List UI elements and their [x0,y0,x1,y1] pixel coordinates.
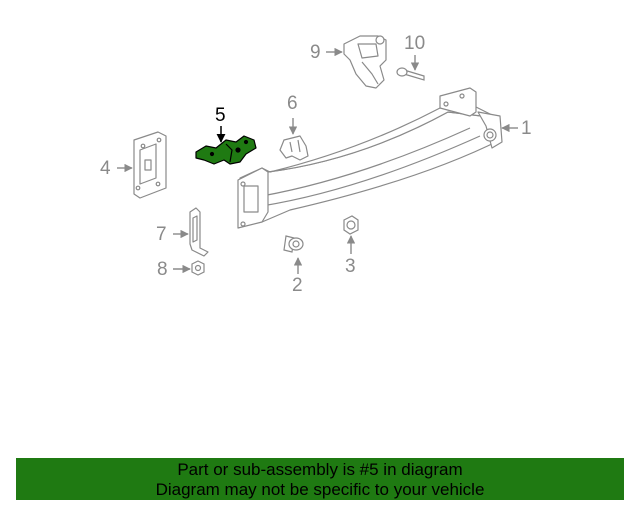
part-2-bolt [283,235,304,253]
part-7-l-bracket [189,207,209,257]
part-6-clip [279,135,309,161]
banner-line-disclaimer: Diagram may not be specific to your vehi… [155,480,485,499]
callout-1: 1 [521,118,532,139]
callout-5: 5 [215,105,226,126]
banner-line-part: Part or sub-assembly is #5 in diagram [177,460,463,479]
part-3-nut [343,215,359,235]
callout-7: 7 [156,224,167,245]
leader-lines [117,47,518,274]
callout-9: 9 [310,42,321,63]
part-5-highlighted-bracket [195,135,257,165]
callout-4: 4 [100,158,111,179]
callout-2: 2 [292,275,303,296]
callout-8: 8 [157,259,168,280]
part-1-bumper-beam [237,87,503,229]
part-9-sensor [343,35,387,89]
callout-3: 3 [345,256,356,277]
info-banner: Part or sub-assembly is #5 in diagram Di… [16,458,624,500]
callout-10: 10 [404,33,426,54]
part-10-screw [396,67,425,81]
part-4-bracket [133,131,167,199]
part-8-nut [191,260,205,276]
callout-6: 6 [287,93,298,114]
